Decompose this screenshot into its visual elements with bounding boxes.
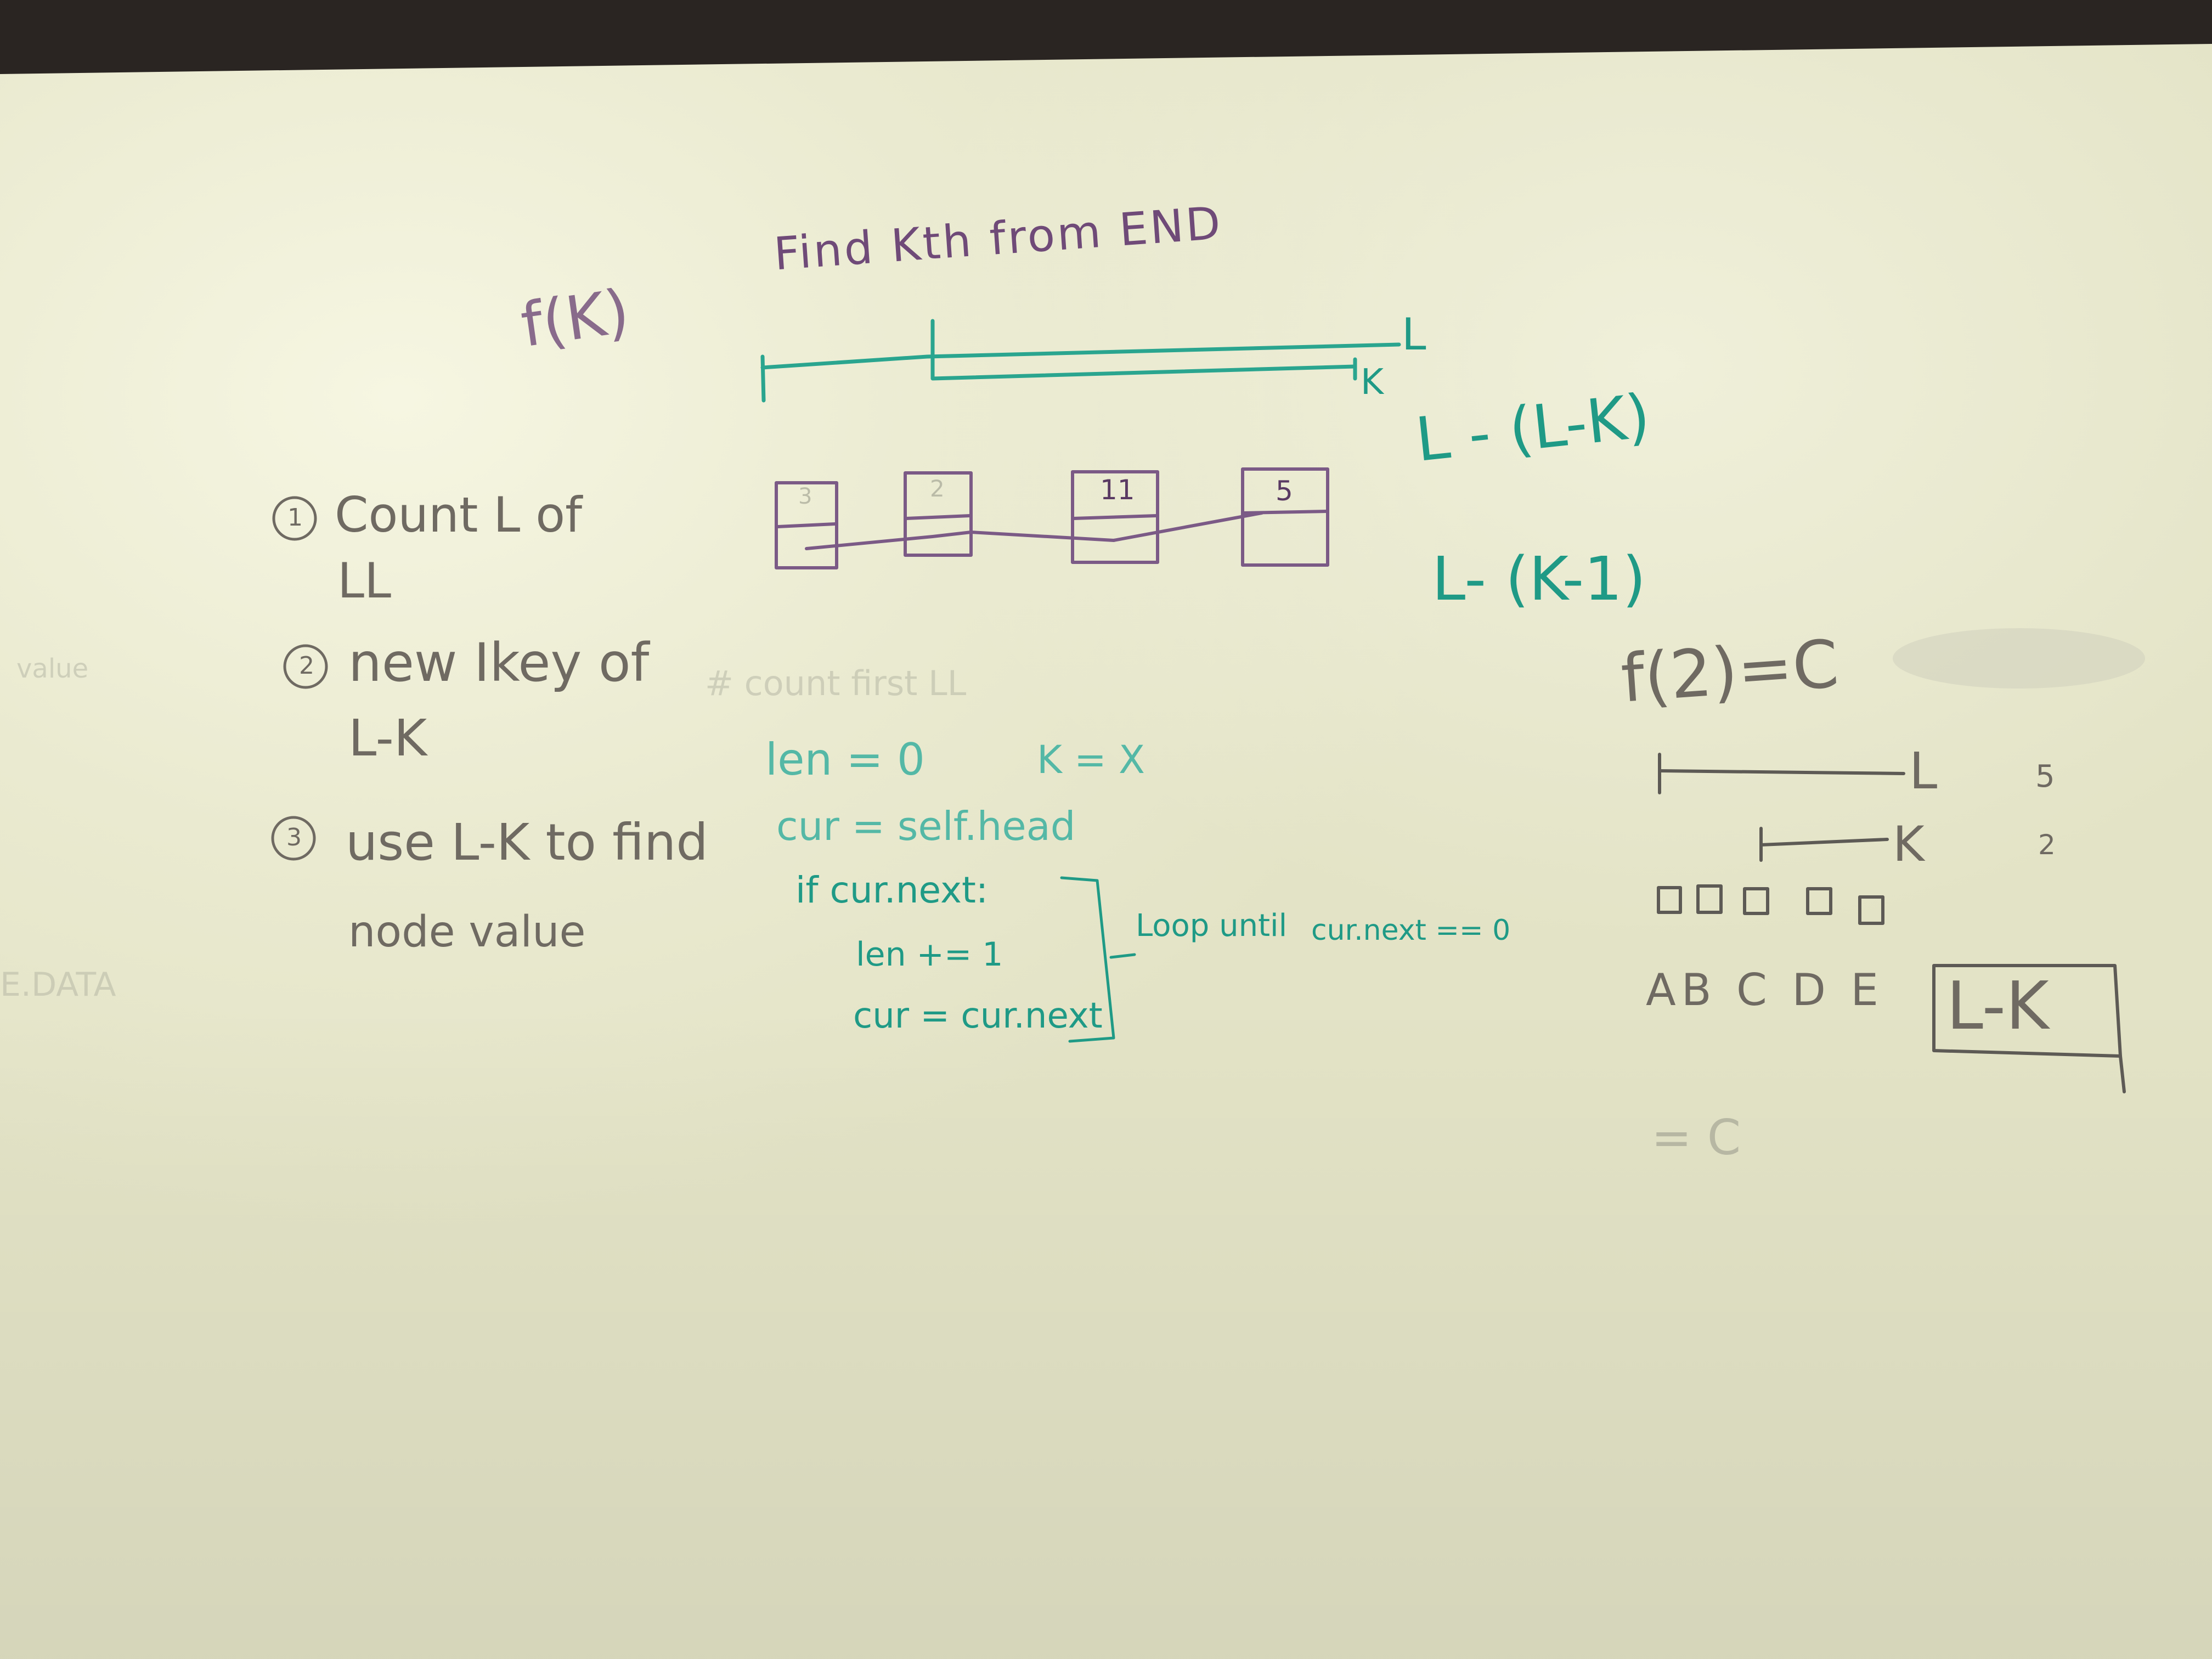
linked-list-drawing xyxy=(775,467,1329,569)
example-label-2: 2 xyxy=(2038,829,2056,861)
example-label-5: 5 xyxy=(2035,759,2055,794)
code-if-line: if cur.next: xyxy=(795,869,989,911)
example-diagram xyxy=(1657,753,2126,1093)
code-len-init: len = 0 xyxy=(765,734,925,785)
step-2-number: 2 xyxy=(299,652,314,680)
step-2-line-2: L-K xyxy=(348,709,427,768)
step-3-line-1: use L-K to find xyxy=(346,813,708,872)
list-square-1 xyxy=(1657,886,1682,914)
step-1-number: 1 xyxy=(287,504,303,532)
example-label-l: L xyxy=(1909,742,1938,800)
step-2-circle xyxy=(283,644,328,689)
list-square-2 xyxy=(1696,884,1723,914)
list-square-5 xyxy=(1858,895,1884,925)
loop-note: Loop until xyxy=(1136,908,1288,944)
faded-text-bottom: E.DATA xyxy=(0,966,116,1004)
smudge xyxy=(1893,628,2145,689)
step-circles xyxy=(271,496,328,861)
list-square-4 xyxy=(1806,887,1832,915)
loop-condition: cur.next == 0 xyxy=(1311,914,1511,947)
node-pointer-line xyxy=(805,511,1263,550)
node-value-3: 11 xyxy=(1100,474,1135,506)
example-boxed-lk: L-K xyxy=(1946,968,2049,1045)
code-comment: # count first LL xyxy=(705,663,967,703)
node-box-2 xyxy=(904,471,973,557)
number-line-label-k: K xyxy=(1361,362,1384,403)
step-3-circle xyxy=(271,816,316,861)
number-line-label-l: L xyxy=(1402,309,1426,360)
step-3-line-2: node value xyxy=(348,907,586,957)
formula-l-minus-k-minus-1: L- (K-1) xyxy=(1432,544,1646,614)
node-value-2: 2 xyxy=(930,475,945,502)
example-result: = C xyxy=(1651,1109,1741,1166)
code-increment: len += 1 xyxy=(856,935,1003,974)
node-box-1 xyxy=(775,481,838,569)
faded-text-top: value xyxy=(16,653,89,684)
node-box-3 xyxy=(1071,470,1159,564)
code-k-assign: K = X xyxy=(1037,737,1146,782)
step-3-number: 3 xyxy=(286,823,302,851)
code-advance: cur = cur.next xyxy=(853,996,1103,1036)
example-letters: AB C D E xyxy=(1646,964,1884,1015)
code-cur-init: cur = self.head xyxy=(776,803,1076,849)
example-label-k: K xyxy=(1893,816,1925,872)
node-value-4: 5 xyxy=(1276,475,1293,507)
step-1-circle xyxy=(272,496,317,541)
list-square-3 xyxy=(1743,887,1769,915)
step-1-line-2: LL xyxy=(337,552,392,609)
node-value-1: 3 xyxy=(798,484,812,509)
example-heading: f(2)=C xyxy=(1618,626,1841,718)
step-1-line-1: Count L of xyxy=(335,487,583,543)
number-line xyxy=(760,319,1401,403)
code-bracket xyxy=(1060,876,1136,1043)
step-2-line-1: new Ikey of xyxy=(348,632,650,693)
top-frame xyxy=(0,0,2212,74)
function-label: f(K) xyxy=(517,275,634,361)
